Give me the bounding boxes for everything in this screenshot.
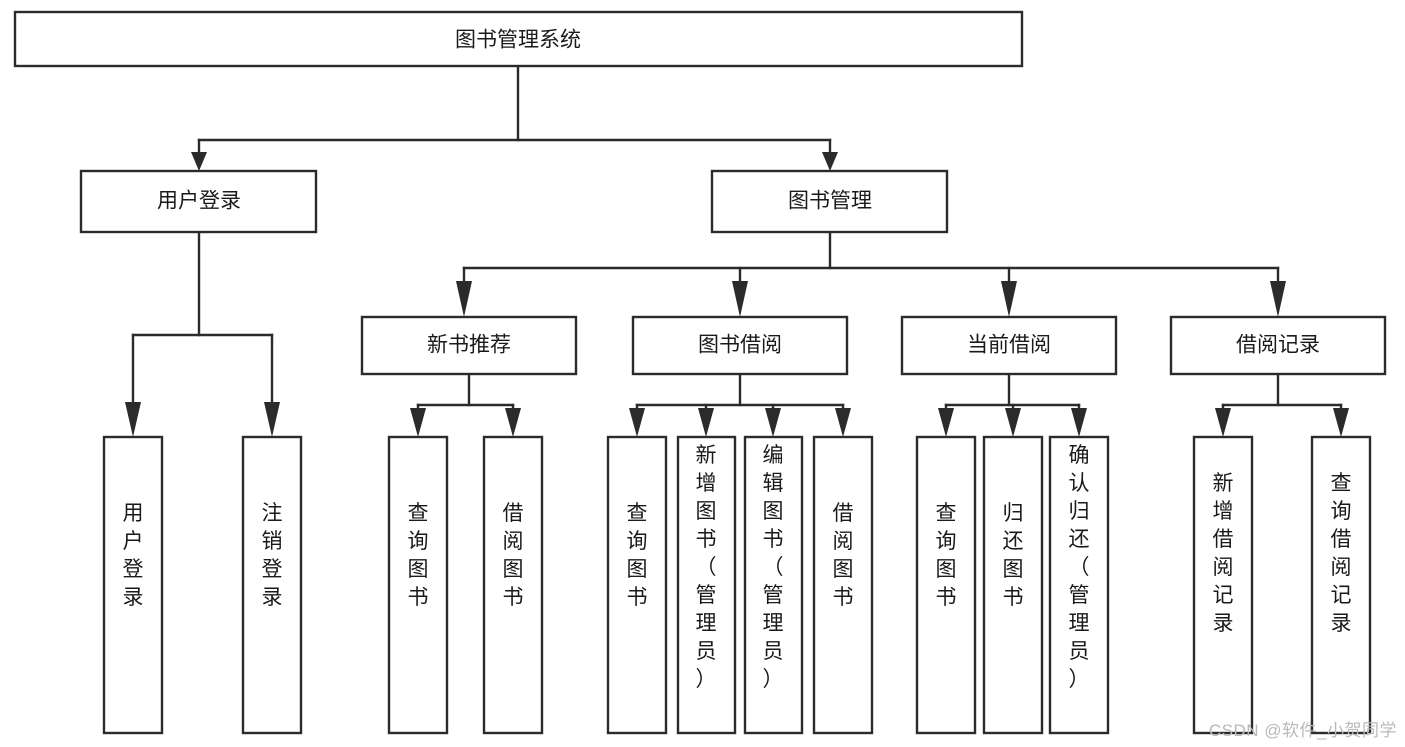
node-borrow-record-label: 借阅记录 (1236, 334, 1320, 357)
node-new-book-recommend-box[interactable] (360, 315, 578, 376)
leaf-current-borrow-2-label: 归还图书 (1003, 502, 1024, 609)
connector-layer (125, 64, 1349, 437)
node-new-book-recommend[interactable]: 新书推荐 (360, 315, 578, 376)
node-root-label: 图书管理系统 (455, 29, 581, 52)
leaf-current-borrow-1-label: 查询图书 (936, 502, 957, 609)
arrow-record-leaf-2 (1333, 408, 1349, 437)
node-book-management-box[interactable] (710, 169, 949, 234)
leaf-book-borrow-1-label: 查询图书 (627, 502, 648, 609)
leaf-user-login-1[interactable]: 用户登录 (102, 435, 164, 735)
node-book-management[interactable]: 图书管理 (710, 169, 949, 234)
arrow-current-leaf-3 (1071, 408, 1087, 437)
leaf-book-borrow-2-box[interactable] (676, 435, 737, 735)
leaf-book-borrow-1-box[interactable] (606, 435, 668, 735)
arrow-record-leaf-1 (1215, 408, 1231, 437)
leaf-book-borrow-2-label: 新增图书（管理员） (696, 444, 717, 691)
node-user-login[interactable]: 用户登录 (79, 169, 318, 234)
arrow-root-to-book-mgmt (822, 152, 838, 171)
leaf-new-book-2-label: 借阅图书 (503, 502, 524, 609)
leaf-borrow-record-2-label: 查询借阅记录 (1331, 472, 1352, 635)
arrow-bookmgmt-to-record (1270, 281, 1286, 317)
node-root-box[interactable] (13, 10, 1024, 68)
arrow-bookmgmt-to-borrow (732, 281, 748, 317)
arrow-userlogin-leaf-2 (264, 402, 280, 437)
arrow-current-leaf-2 (1005, 408, 1021, 437)
arrow-borrow-leaf-3 (765, 408, 781, 437)
arrow-borrow-leaf-2 (698, 408, 714, 437)
leaf-user-login-2-label: 注销登录 (262, 502, 283, 609)
leaf-current-borrow-1-box[interactable] (915, 435, 977, 735)
leaf-borrow-record-1-label: 新增借阅记录 (1213, 472, 1234, 635)
leaf-user-login-2-box[interactable] (241, 435, 303, 735)
leaf-borrow-record-2[interactable]: 查询借阅记录 (1310, 435, 1372, 735)
node-user-login-box[interactable] (79, 169, 318, 234)
leaf-borrow-record-2-box[interactable] (1310, 435, 1372, 735)
leaf-book-borrow-3[interactable]: 编辑图书（管理员） (743, 435, 804, 735)
arrow-root-to-user-login (191, 152, 207, 171)
leaf-current-borrow-2-box[interactable] (982, 435, 1044, 735)
leaf-new-book-2-box[interactable] (482, 435, 544, 735)
leaf-current-borrow-3-box[interactable] (1048, 435, 1110, 735)
arrow-userlogin-leaf-1 (125, 402, 141, 437)
node-book-management-label: 图书管理 (788, 190, 872, 213)
node-user-login-label: 用户登录 (157, 190, 241, 213)
node-new-book-recommend-label: 新书推荐 (427, 334, 511, 357)
leaf-book-borrow-4[interactable]: 借阅图书 (812, 435, 874, 735)
node-current-borrow[interactable]: 当前借阅 (900, 315, 1118, 376)
leaf-current-borrow-1[interactable]: 查询图书 (915, 435, 977, 735)
leaf-user-login-1-label: 用户登录 (123, 502, 144, 609)
leaf-book-borrow-3-label: 编辑图书（管理员） (763, 444, 784, 691)
leaf-current-borrow-3[interactable]: 确认归还（管理员） (1048, 435, 1110, 735)
leaf-book-borrow-4-label: 借阅图书 (833, 502, 854, 609)
node-book-borrow-box[interactable] (631, 315, 849, 376)
node-borrow-record-box[interactable] (1169, 315, 1387, 376)
leaf-current-borrow-3-label: 确认归还（管理员） (1069, 444, 1090, 691)
leaf-user-login-1-box[interactable] (102, 435, 164, 735)
leaf-borrow-record-1-box[interactable] (1192, 435, 1254, 735)
leaf-new-book-1-box[interactable] (387, 435, 449, 735)
leaf-book-borrow-1[interactable]: 查询图书 (606, 435, 668, 735)
leaf-book-borrow-2[interactable]: 新增图书（管理员） (676, 435, 737, 735)
leaf-new-book-1-label: 查询图书 (408, 502, 429, 609)
leaf-current-borrow-2[interactable]: 归还图书 (982, 435, 1044, 735)
node-borrow-record[interactable]: 借阅记录 (1169, 315, 1387, 376)
node-book-borrow[interactable]: 图书借阅 (631, 315, 849, 376)
leaf-user-login-2[interactable]: 注销登录 (241, 435, 303, 735)
arrow-borrow-leaf-4 (835, 408, 851, 437)
node-book-borrow-label: 图书借阅 (698, 334, 782, 357)
arrow-borrow-leaf-1 (629, 408, 645, 437)
node-current-borrow-box[interactable] (900, 315, 1118, 376)
arrow-newbook-leaf-1 (410, 408, 426, 437)
arrow-bookmgmt-to-current (1001, 281, 1017, 317)
leaf-new-book-2[interactable]: 借阅图书 (482, 435, 544, 735)
arrow-newbook-leaf-2 (505, 408, 521, 437)
node-root-book-management-system[interactable]: 图书管理系统 (13, 10, 1024, 68)
leaf-book-borrow-3-box[interactable] (743, 435, 804, 735)
leaf-book-borrow-4-box[interactable] (812, 435, 874, 735)
node-current-borrow-label: 当前借阅 (967, 334, 1051, 357)
arrow-bookmgmt-to-newbook (456, 281, 472, 317)
leaf-new-book-1[interactable]: 查询图书 (387, 435, 449, 735)
leaf-borrow-record-1[interactable]: 新增借阅记录 (1192, 435, 1254, 735)
arrow-current-leaf-1 (938, 408, 954, 437)
